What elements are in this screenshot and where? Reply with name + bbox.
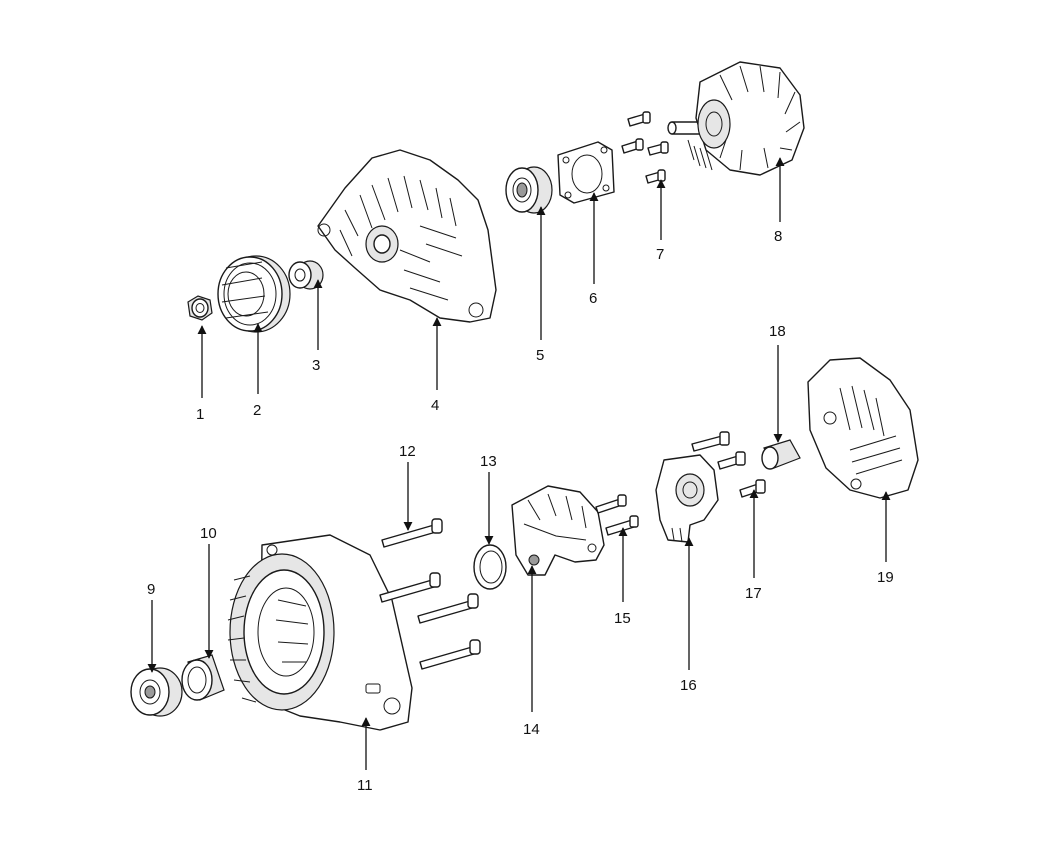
callout-8: 8: [774, 228, 782, 245]
part-18-cap: [761, 439, 801, 470]
callout-15: 15: [614, 610, 631, 627]
callout-16: 16: [680, 677, 697, 694]
callout-10: 10: [200, 525, 217, 542]
part-5-bearing: [505, 166, 553, 214]
part-16-regulator: [655, 454, 719, 543]
part-2-pulley: [217, 255, 291, 333]
part-10-bushing: [181, 654, 225, 701]
callout-3: 3: [312, 357, 320, 374]
part-9-bearing: [130, 667, 183, 717]
part-14-rectifier: [511, 485, 605, 576]
callout-12: 12: [399, 443, 416, 460]
callout-17: 17: [745, 585, 762, 602]
leader-lines: [147, 157, 891, 770]
callout-6: 6: [589, 290, 597, 307]
part-19-rear-cover: [807, 357, 919, 499]
callout-18: 18: [769, 323, 786, 340]
callout-13: 13: [480, 453, 497, 470]
callout-14: 14: [523, 721, 540, 738]
part-1-nut: [187, 295, 213, 321]
callout-9: 9: [147, 581, 155, 598]
callout-7: 7: [656, 246, 664, 263]
part-11-rear-housing-stator: [227, 534, 413, 731]
callout-5: 5: [536, 347, 544, 364]
callout-11: 11: [357, 777, 373, 794]
part-3-spacer: [288, 260, 324, 290]
part-13-ring: [473, 544, 507, 590]
callout-1: 1: [196, 406, 204, 423]
part-8-rotor: [667, 61, 805, 176]
callout-2: 2: [253, 402, 261, 419]
part-12-through-bolts: [379, 518, 481, 670]
callout-labels: 1 2 3 4 5 6 7 8 9 10 11 12 13 14 15 16 1…: [147, 228, 894, 794]
part-6-retainer-plate: [557, 141, 615, 204]
callout-4: 4: [431, 397, 439, 414]
part-4-front-housing: [317, 149, 497, 323]
part-7-screws: [621, 111, 669, 184]
callout-19: 19: [877, 569, 894, 586]
part-15-screws: [595, 494, 639, 536]
